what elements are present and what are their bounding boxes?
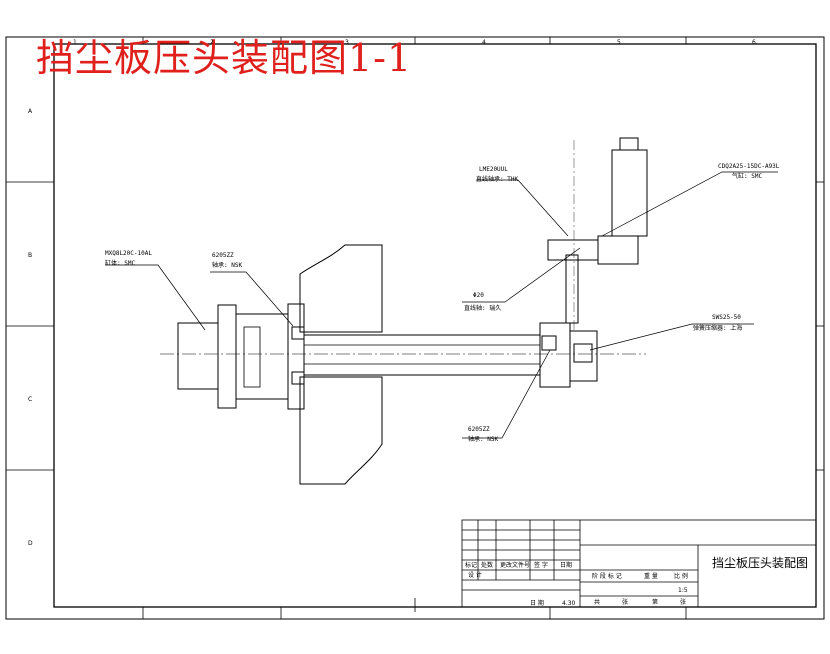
callout-linear-bearing-model: LME20UUL <box>479 166 508 173</box>
title-block-date-col: 日期 <box>560 562 573 569</box>
air-cylinder-body <box>611 149 648 237</box>
title-block-drawing-name: 挡尘板压头装配图 <box>712 556 809 570</box>
title-block-scale-value: 1:5 <box>678 587 688 594</box>
callout-linear-bearing-maker: 直线轴承: THK <box>476 176 519 183</box>
spring-element <box>573 343 593 363</box>
title-block-sheet-total-unit: 张 <box>622 599 629 606</box>
vertical-shaft <box>565 254 579 324</box>
bearing-housing-left <box>287 303 305 410</box>
zone-row-a: A <box>28 108 33 115</box>
zone-col-1: 1 <box>73 39 77 46</box>
cylinder-inner <box>243 326 261 388</box>
head-cap <box>569 330 598 382</box>
zone-col-4: 4 <box>482 39 486 46</box>
callout-bearing-right-model: 6205ZZ <box>468 426 490 433</box>
mounting-plate-left <box>299 244 383 485</box>
zone-ticks <box>6 37 824 619</box>
callout-cylinder-maker: 缸体: SMC <box>105 260 136 267</box>
title-block-weight: 重 量 <box>644 573 658 580</box>
linear-bearing-block <box>547 239 599 261</box>
zone-row-b: B <box>28 252 33 259</box>
air-cylinder-flange <box>597 235 639 265</box>
title-block-mark: 标记 <box>465 562 478 569</box>
title-block-sheet-total: 共 <box>594 599 601 606</box>
zone-col-5: 5 <box>617 39 621 46</box>
title-block-signature: 签 字 <box>534 562 548 569</box>
leader-lines <box>105 171 778 439</box>
callout-shaft-model: Φ20 <box>473 292 484 299</box>
title-block-date-value: 4.30 <box>562 600 576 607</box>
zone-col-6: 6 <box>752 39 756 46</box>
title-block-stage: 阶 段 标 记 <box>592 573 622 580</box>
title-block-change-file: 更改文件号 <box>500 562 531 569</box>
callout-air-cylinder-maker: 气缸: SMC <box>732 173 763 180</box>
zone-col-3: 3 <box>345 39 349 46</box>
shaft-tube <box>303 334 541 376</box>
title-block-sheet-no-unit: 张 <box>680 599 687 606</box>
callout-spring-maker: 弹簧压缩器: 上海 <box>693 325 743 332</box>
head-housing <box>539 322 571 388</box>
air-cylinder-top <box>619 137 639 151</box>
cylinder-flange <box>217 304 237 409</box>
callout-air-cylinder-model: CDQ2A25-15DC-A93L <box>718 163 780 170</box>
callout-spring-model: SWS25-50 <box>712 314 741 321</box>
title-block-designer: 设 计 <box>468 572 482 579</box>
callout-cylinder-model: MXQ8L20C-10AL <box>105 250 152 257</box>
drawing-title-overlay: 挡尘板压头装配图1-1 <box>36 36 413 80</box>
zone-row-c: C <box>28 396 33 403</box>
zone-col-2: 2 <box>210 39 214 46</box>
title-block-grid <box>461 519 817 608</box>
bearing-left-bottom <box>291 371 305 385</box>
callout-shaft-maker: 直线轴: 瑞久 <box>464 305 502 312</box>
title-block-scale-label: 比 例 <box>674 573 688 580</box>
bearing-left <box>291 326 305 340</box>
cylinder-body <box>177 322 219 390</box>
inner-border <box>53 43 817 608</box>
title-block-sheet-no: 第 <box>652 599 659 606</box>
title-block-count: 处数 <box>481 562 494 569</box>
callout-bearing-left-model: 6205ZZ <box>212 252 234 259</box>
title-block-date-label: 日 期 <box>530 600 544 607</box>
zone-row-d: D <box>28 540 33 547</box>
callout-bearing-right-maker: 轴承: NSK <box>468 436 499 443</box>
bearing-right <box>541 335 557 351</box>
callout-bearing-left-maker: 轴承: NSK <box>212 262 243 269</box>
